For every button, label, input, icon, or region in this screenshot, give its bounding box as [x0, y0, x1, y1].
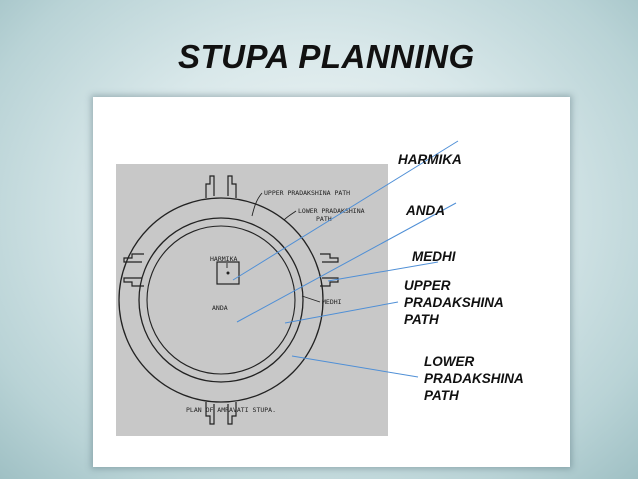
sketch-note-harmika: HARMIKA [210, 255, 237, 263]
inner-circle [146, 225, 296, 375]
sketch-pointer-lower [283, 210, 297, 221]
sketch-note-anda: ANDA [212, 304, 228, 312]
outer-circle [118, 197, 324, 403]
harmika-center-dot [226, 271, 230, 275]
stupa-plan-drawing: UPPER PRADAKSHINA PATH LOWER PRADAKSHINA… [118, 175, 365, 425]
gateway-south-right [227, 402, 237, 425]
gateway-north-left [205, 175, 215, 198]
slide-title: STUPA PLANNING [178, 38, 475, 75]
sketch-pointer-medhi [301, 295, 321, 303]
gateway-north-right [227, 175, 237, 198]
gateway-east-top [320, 253, 339, 263]
label-upper-pradakshina-path: UPPER PRADAKSHINA PATH [404, 278, 504, 327]
gateway-south-left [205, 402, 215, 425]
label-lower-pradakshina-path: LOWER PRADAKSHINA PATH [424, 354, 524, 403]
stupa-plan-sketch: UPPER PRADAKSHINA PATH LOWER PRADAKSHINA… [116, 164, 388, 436]
label-harmika: HARMIKA [398, 152, 462, 167]
gateway-east-bottom [320, 277, 339, 287]
sketch-note-medhi: MEDHI [322, 298, 342, 306]
label-medhi: MEDHI [412, 249, 456, 264]
sketch-note-upper-path: UPPER PRADAKSHINA PATH [264, 189, 350, 197]
middle-circle [138, 217, 304, 383]
sketch-note-lower-path-1: LOWER PRADAKSHINA [298, 207, 365, 215]
sketch-note-lower-path-2: PATH [316, 215, 332, 223]
sketch-caption: PLAN OF AMRAVATI STUPA. [186, 406, 276, 414]
gateway-west-bottom [123, 277, 144, 287]
label-anda: ANDA [406, 203, 445, 218]
